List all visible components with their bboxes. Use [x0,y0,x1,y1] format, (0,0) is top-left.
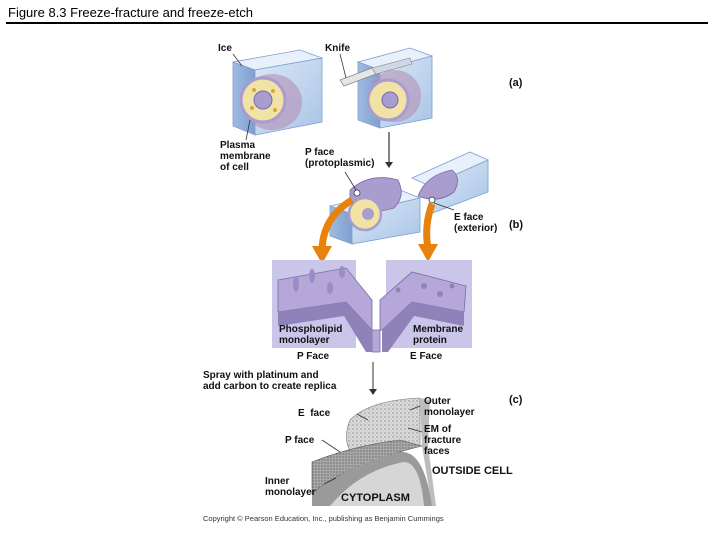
panel-c-marker: (c) [509,394,523,406]
label-outer-monolayer: Outer monolayer [424,396,475,418]
label-e-face-c: E face [298,408,331,419]
panel-a-marker: (a) [509,77,523,89]
label-cytoplasm: CYTOPLASM [341,492,410,504]
label-spray-platinum: Spray with platinum and add carbon to cr… [203,370,337,392]
label-em-fracture-faces: EM of fracture faces [424,424,462,457]
label-inner-monolayer: Inner monolayer [265,476,316,498]
label-knife: Knife [325,43,350,54]
title-rule [6,22,708,24]
panel-a-ice-block-right [339,47,434,129]
label-plasma-membrane: Plasma membrane of cell [220,140,271,173]
label-p-face-protoplasmic: P face (protoplasmic) [305,147,375,169]
label-phospholipid-monolayer: Phospholipid monolayer [279,324,343,346]
label-membrane-protein: Membrane protein [413,324,464,346]
label-ice: Ice [218,43,232,54]
panel-b-fractured-block [328,151,489,245]
label-p-face-c: P face [285,435,315,446]
label-outside-cell: OUTSIDE CELL [432,465,513,477]
copyright-credit: Copyright © Pearson Education, Inc., pub… [203,514,444,523]
panel-c-replica [311,397,436,506]
figure-title: Figure 8.3 Freeze-fracture and freeze-et… [8,5,253,20]
label-e-face-exterior: E face (exterior) [454,212,498,234]
panel-a-ice-block-left [231,49,324,136]
label-p-face-mid: P Face [297,351,330,362]
monolayer-panels [272,260,472,353]
panel-b-marker: (b) [509,219,524,231]
label-e-face-mid: E Face [410,351,443,362]
